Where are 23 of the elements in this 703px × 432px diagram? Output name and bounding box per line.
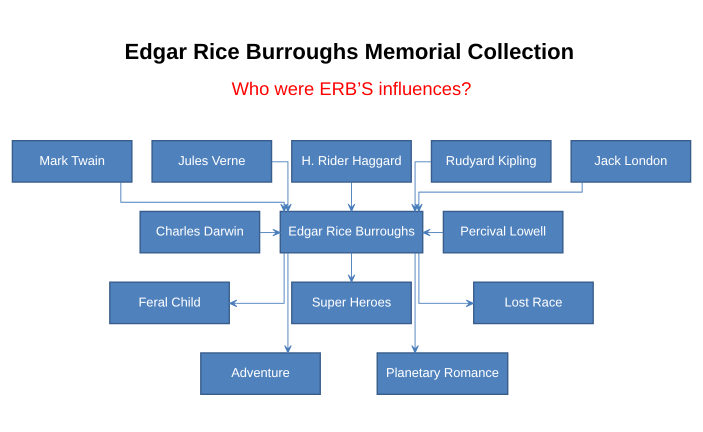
node-box: Super Heroes: [291, 281, 412, 324]
arrow: [259, 228, 281, 236]
node-box: H. Rider Haggard: [291, 140, 412, 182]
node-box: Adventure: [200, 352, 321, 395]
node-box: Jack London: [570, 140, 692, 182]
arrow: [348, 181, 356, 212]
node-box: Jules Verne: [151, 140, 272, 182]
node-box: Planetary Romance: [376, 352, 508, 395]
node-box: Percival Lowell: [442, 210, 564, 253]
diagram-title: Edgar Rice Burroughs Memorial Collection: [124, 38, 574, 64]
arrow: [411, 252, 419, 353]
arrow: [422, 228, 444, 236]
node-box: Edgar Rice Burroughs: [280, 210, 424, 253]
node-box: Mark Twain: [12, 140, 133, 182]
arrow: [229, 252, 285, 307]
node-box: Rudyard Kipling: [430, 140, 552, 182]
arrow: [418, 252, 474, 307]
node-box: Feral Child: [109, 281, 230, 324]
label: Who were ERB’S influences?: [232, 78, 472, 99]
arrow: [284, 252, 292, 353]
node-box: Charles Darwin: [139, 210, 260, 253]
node-box: Lost Race: [473, 281, 594, 324]
arrow: [348, 252, 356, 282]
